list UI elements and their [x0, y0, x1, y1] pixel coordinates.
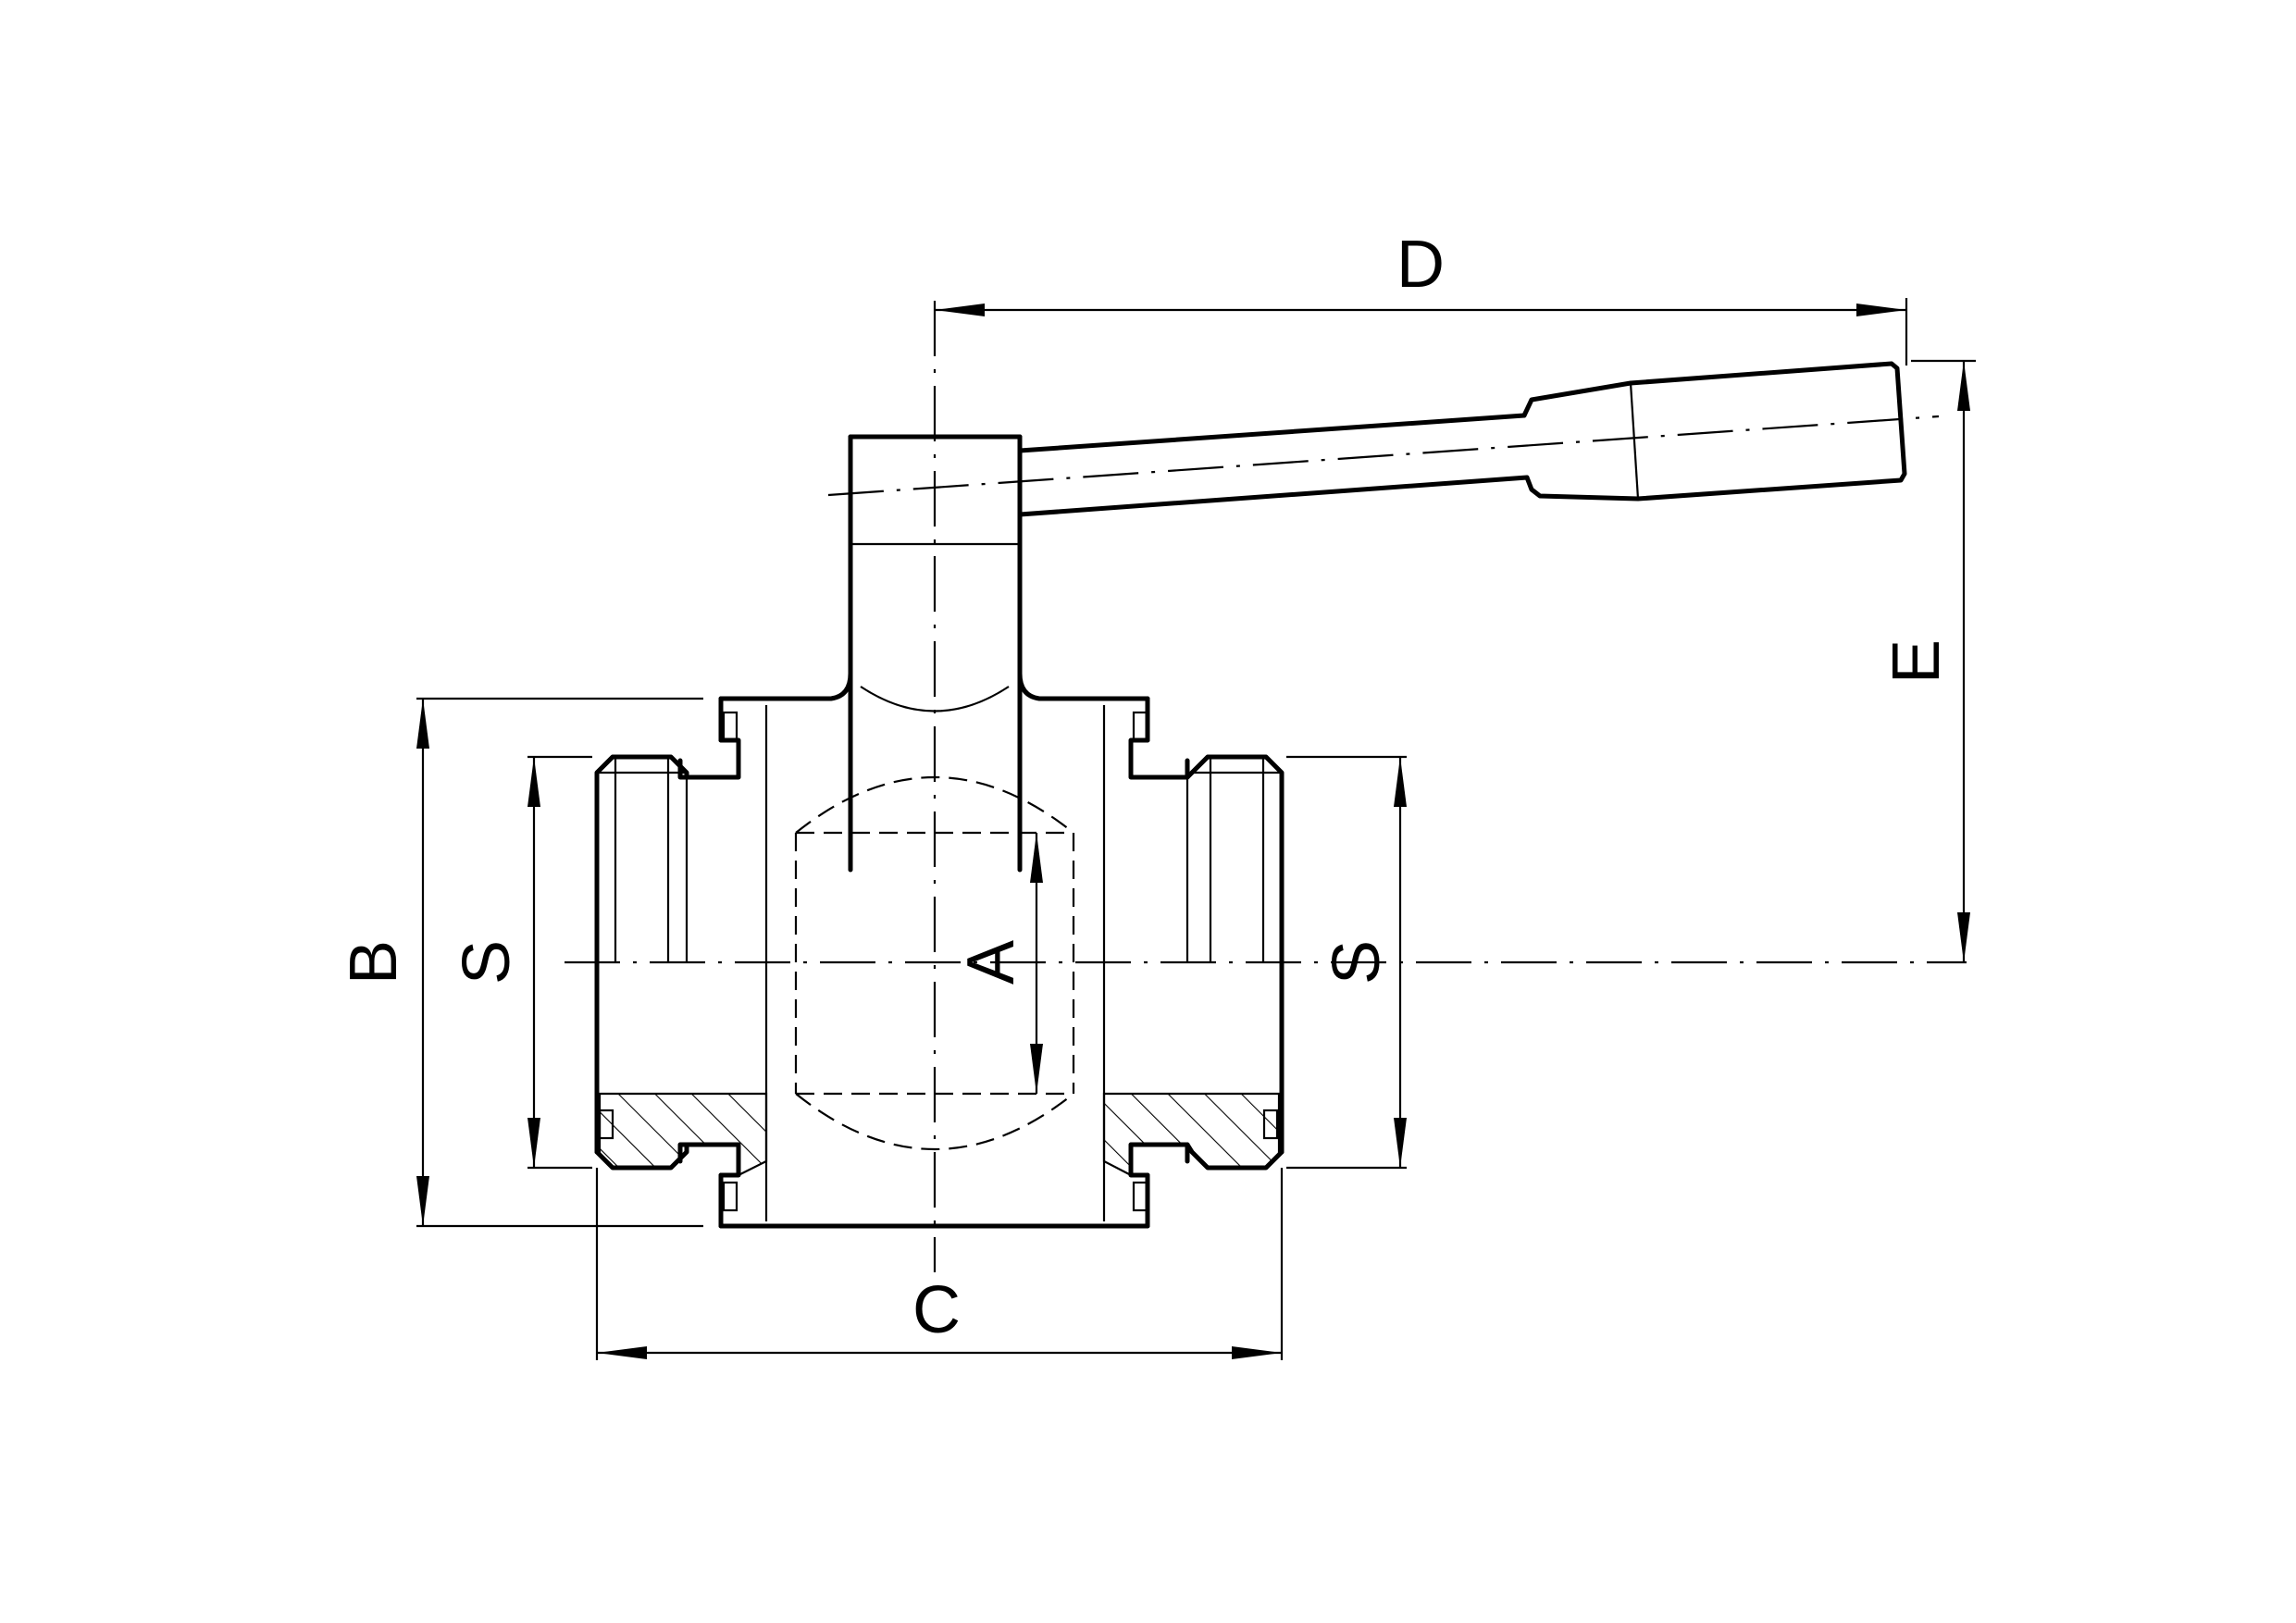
left-bottom-clamp: [677, 1142, 741, 1229]
right-bottom-seal: [1132, 1181, 1148, 1212]
left-section-hatch: [598, 1092, 768, 1177]
right-gasket: [1262, 1109, 1279, 1140]
dim-S-left-arrow-bottom: [527, 1118, 540, 1168]
left-top-seal: [722, 711, 738, 742]
dim-A-arrow-top: [1030, 833, 1043, 883]
right-section-hatch: [1102, 1092, 1281, 1177]
dim-E-arrow-top: [1957, 361, 1970, 411]
centerlines: [565, 301, 1967, 1272]
dim-B-arrow-top: [416, 699, 429, 749]
dim-D-arrow-left: [935, 304, 985, 316]
ball-top-arc: [795, 776, 1074, 834]
left-gasket: [598, 1109, 614, 1140]
ball-bottom-arc: [795, 1093, 1074, 1150]
handle-centerline: [827, 415, 1940, 497]
right-top-seal: [1132, 711, 1148, 742]
dimension-E: E: [1880, 359, 1976, 962]
dimension-D: D: [935, 228, 1908, 365]
right-end-connection: [1102, 754, 1285, 1177]
dim-A-arrow-bottom: [1030, 1044, 1043, 1094]
dim-D-arrow-right: [1856, 304, 1906, 316]
right-bottom-clamp: [1128, 1142, 1190, 1229]
dim-C-arrow-left: [597, 1346, 647, 1359]
valve-ball: [794, 776, 1075, 1150]
grip-seam: [1629, 382, 1640, 500]
dimension-B: B: [337, 697, 703, 1228]
body-top-right: [1017, 434, 1150, 743]
dim-S-left-arrow-top: [527, 757, 540, 807]
dimension-S-right: S: [1286, 755, 1407, 1170]
dim-S-right-arrow-bottom: [1394, 1118, 1407, 1168]
right-nut-top: [1185, 754, 1285, 1155]
left-end-connection: [594, 754, 768, 1177]
label-S-right: S: [1320, 940, 1394, 985]
lever-bottom-edge: [1017, 475, 1530, 517]
label-C: C: [912, 1273, 961, 1347]
left-top-clamp: [677, 696, 741, 780]
stem-base-arc: [860, 686, 1010, 712]
handle-lever: [1017, 361, 1907, 517]
label-D: D: [1396, 228, 1445, 302]
dim-S-right-arrow-top: [1394, 757, 1407, 807]
label-A: A: [954, 940, 1028, 985]
dimension-A: A: [954, 833, 1043, 1094]
dim-B-arrow-bottom: [416, 1176, 429, 1226]
label-S-left: S: [450, 940, 524, 985]
right-top-clamp: [1128, 696, 1190, 780]
label-B: B: [337, 940, 411, 985]
left-bottom-seal: [722, 1181, 738, 1212]
label-E: E: [1880, 639, 1954, 684]
lever-grip: [1521, 361, 1907, 502]
lever-top-edge: [1017, 413, 1527, 453]
dimension-S-left: S: [450, 755, 592, 1170]
dim-E-arrow-bottom: [1957, 912, 1970, 962]
dim-C-arrow-right: [1232, 1346, 1282, 1359]
dimension-C: C: [595, 1168, 1284, 1360]
body-top-left: [718, 434, 853, 743]
